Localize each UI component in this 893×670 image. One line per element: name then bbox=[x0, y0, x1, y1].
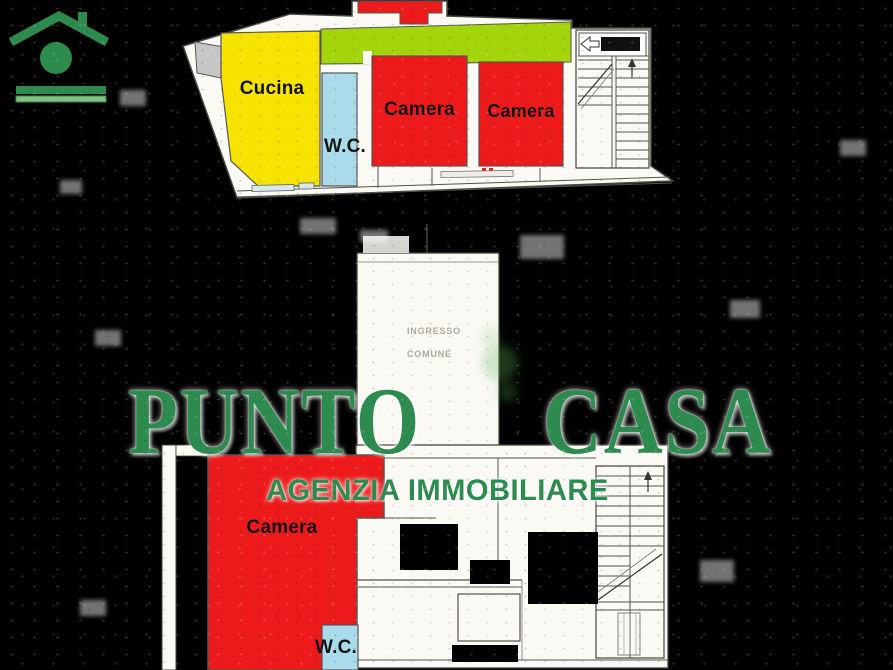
noise-patch bbox=[363, 236, 409, 253]
room-cucina bbox=[220, 30, 321, 187]
room-label-wc-upper: W.C. bbox=[324, 136, 366, 157]
noise-patches bbox=[400, 524, 598, 662]
room-label-wc-lower: W.C. bbox=[315, 637, 357, 658]
left-wall-strip bbox=[161, 444, 177, 670]
balcony-ledge bbox=[440, 169, 514, 179]
room-label-camera-1: Camera bbox=[384, 99, 455, 120]
room-label-camera-2: Camera bbox=[487, 101, 555, 121]
wall-connector bbox=[175, 444, 209, 457]
room-cut-top bbox=[357, 0, 443, 25]
entrance-hall bbox=[356, 224, 518, 463]
room-label-camera-lower: Camera bbox=[246, 517, 318, 538]
room-camera-2 bbox=[478, 61, 564, 167]
up-arrow-icon bbox=[628, 58, 636, 78]
green-smudge bbox=[482, 328, 518, 402]
entrance-label: INGRESSO COMUNE bbox=[407, 320, 461, 366]
entrance-label-line1: INGRESSO bbox=[407, 326, 461, 336]
inner-room bbox=[457, 593, 521, 642]
room-camera-1 bbox=[371, 55, 468, 167]
left-arrow-icon bbox=[580, 35, 600, 53]
lower-floor-plan bbox=[161, 444, 669, 670]
light-shaft bbox=[194, 41, 225, 79]
terrace-door-opening bbox=[363, 51, 372, 64]
window bbox=[298, 182, 315, 190]
up-arrow-icon bbox=[644, 471, 652, 492]
terrace bbox=[320, 21, 572, 65]
redacted-box bbox=[601, 37, 640, 51]
window bbox=[251, 184, 295, 192]
room-label-cucina: Cucina bbox=[239, 78, 305, 99]
room-wc-upper bbox=[321, 72, 358, 187]
room-wc-lower bbox=[321, 624, 359, 670]
staircase-upper bbox=[575, 29, 650, 169]
staircase-lower bbox=[595, 465, 665, 659]
upper-floor-plan bbox=[182, 0, 676, 199]
room-camera-lower bbox=[207, 454, 385, 670]
entrance-label-line2: COMUNE bbox=[407, 349, 452, 359]
